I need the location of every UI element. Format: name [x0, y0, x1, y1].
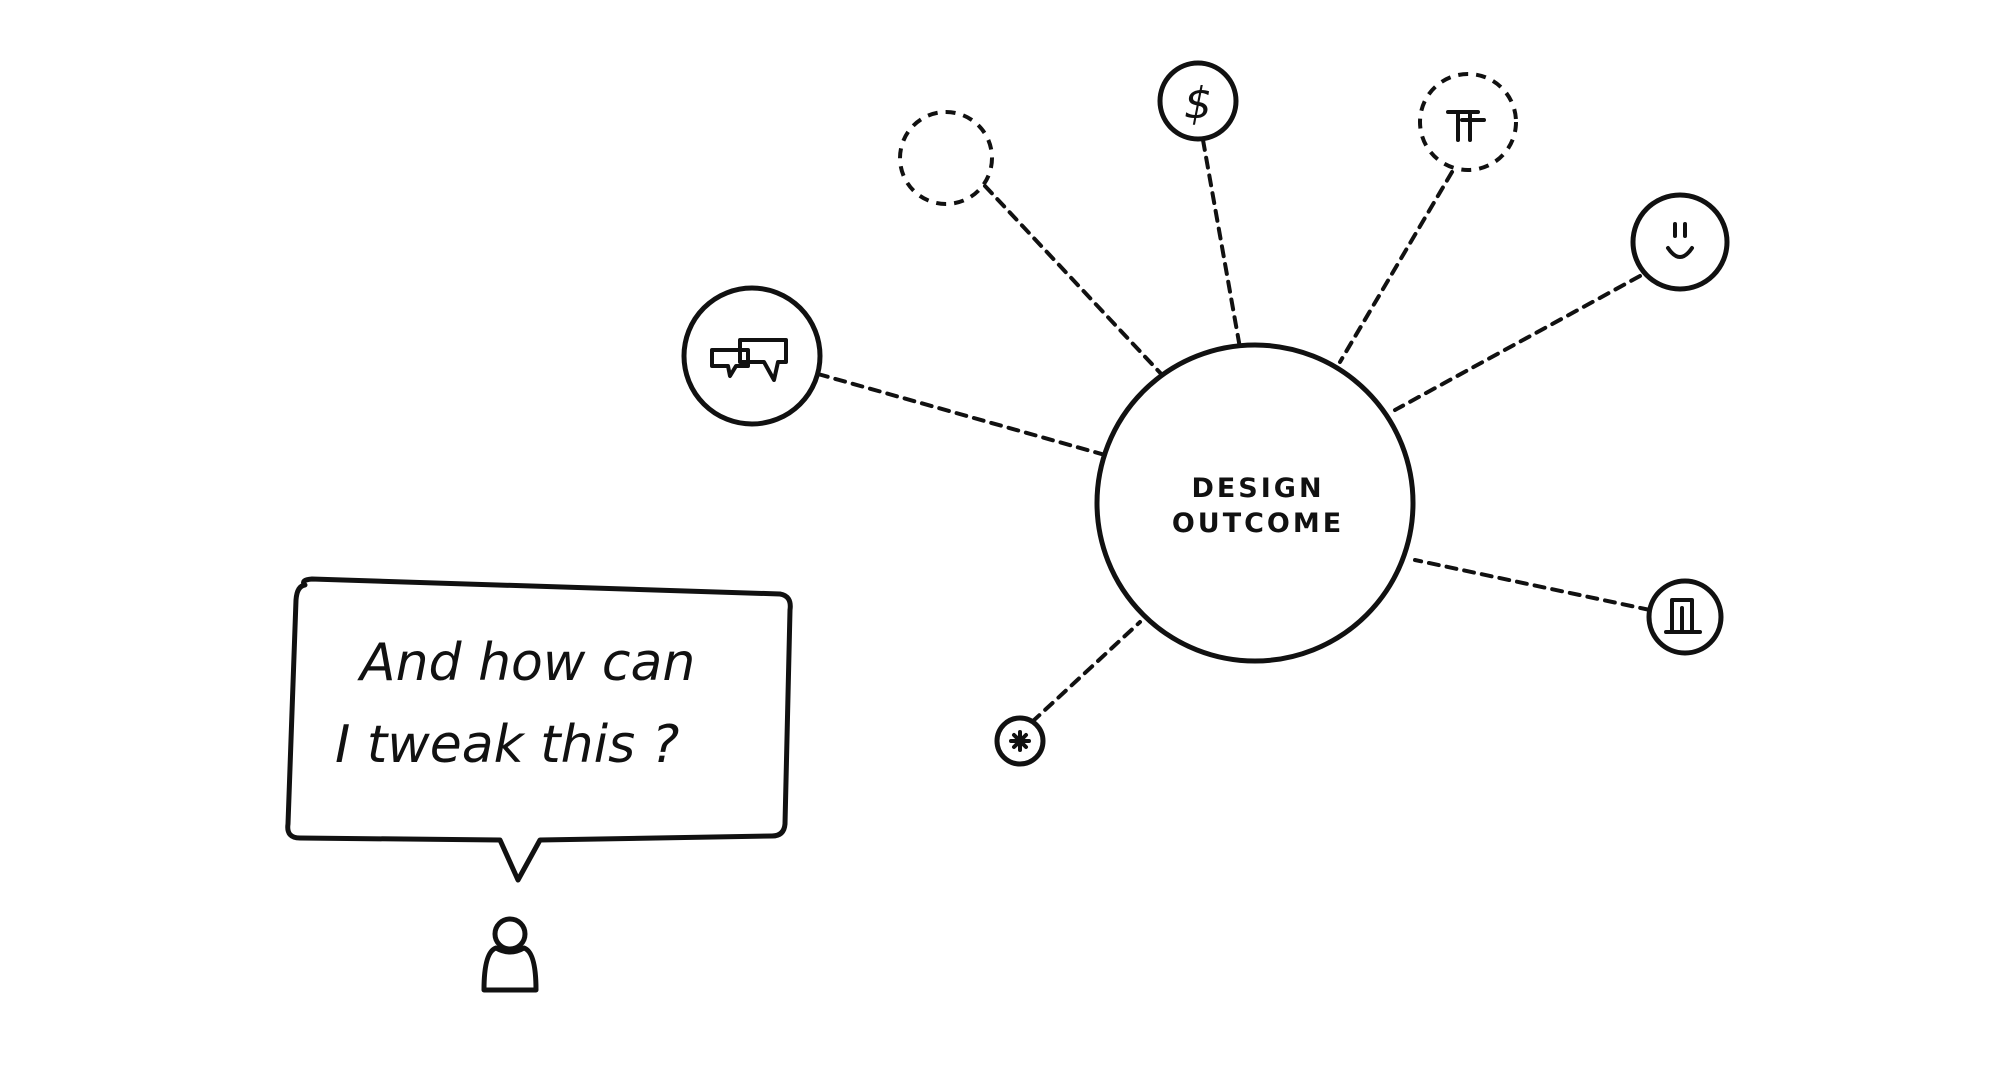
- center-label-line-2: OUTCOME: [1172, 508, 1344, 539]
- node-sparkle: [994, 715, 1046, 767]
- speech-bubbles-icon: [710, 338, 788, 382]
- connector-feedback: [816, 372, 1107, 457]
- empty-dashed-circle: [898, 110, 994, 206]
- node-unknown: [898, 110, 994, 206]
- node-typography: [1418, 72, 1518, 172]
- center-label-line-1: DESIGN: [1191, 473, 1324, 504]
- connector-typography: [1338, 170, 1454, 364]
- speech-bubble-line-2: I tweak this ?: [335, 715, 679, 775]
- node-money: $: [1157, 60, 1239, 142]
- node-feedback: [681, 285, 823, 427]
- node-emotion: [1630, 192, 1730, 292]
- connector-money: [1201, 138, 1242, 350]
- speech-bubble: And how can I tweak this ?: [285, 576, 793, 883]
- sparkle-icon: [1009, 730, 1031, 752]
- typography-icon: [1446, 110, 1486, 142]
- connector-sparkle: [1030, 620, 1142, 724]
- printer-icon: [1664, 598, 1702, 634]
- smiley-icon: [1666, 222, 1694, 259]
- dollar-icon: $: [1184, 78, 1212, 129]
- person-icon: [481, 916, 539, 993]
- connectors: [816, 138, 1652, 724]
- speech-bubble-line-1: And how can: [357, 633, 695, 693]
- connector-print: [1413, 558, 1652, 612]
- connector-emotion: [1393, 274, 1642, 412]
- connector-unknown: [983, 184, 1167, 380]
- node-print: [1646, 578, 1724, 656]
- center-node: DESIGN OUTCOME: [1094, 342, 1416, 664]
